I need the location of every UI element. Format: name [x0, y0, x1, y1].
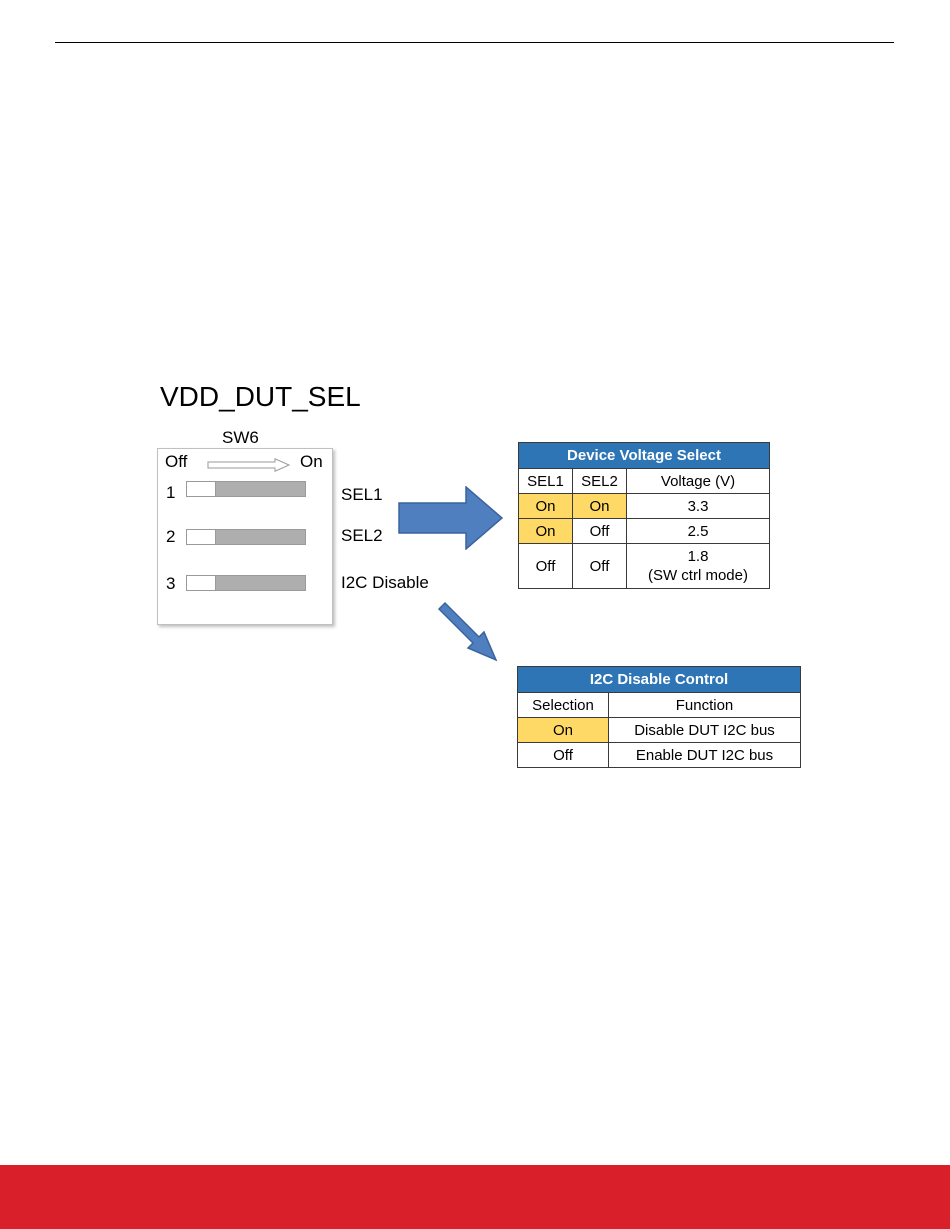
- table-cell: On: [573, 494, 627, 519]
- column-header: SEL2: [573, 469, 627, 494]
- header-rule: [55, 42, 894, 43]
- i2c-disable-control-table: I2C Disable Control Selection Function O…: [517, 666, 801, 768]
- switch-name: SW6: [222, 428, 259, 448]
- column-header: Voltage (V): [627, 469, 770, 494]
- footer-band: [0, 1165, 950, 1229]
- voltage-value: 1.8: [627, 547, 769, 566]
- dip-switch-sw6: Off On 1 2 3: [157, 448, 333, 625]
- table-cell: Enable DUT I2C bus: [609, 743, 801, 768]
- off-label: Off: [165, 452, 187, 472]
- table-title: Device Voltage Select: [519, 443, 770, 469]
- block-arrow-right-icon: [398, 486, 504, 550]
- table-cell: On: [518, 718, 609, 743]
- table-row: Off Off 1.8 (SW ctrl mode): [519, 544, 770, 589]
- table-cell: Off: [573, 519, 627, 544]
- table-row: On On 3.3: [519, 494, 770, 519]
- switch-3-toggle[interactable]: [186, 575, 306, 591]
- switch-number-2: 2: [166, 527, 175, 547]
- table-cell: Off: [518, 743, 609, 768]
- table-cell: On: [519, 494, 573, 519]
- sel1-label: SEL1: [341, 485, 383, 505]
- switch-number-1: 1: [166, 483, 175, 503]
- on-label: On: [300, 452, 323, 472]
- switch-2-toggle[interactable]: [186, 529, 306, 545]
- switch-1-toggle[interactable]: [186, 481, 306, 497]
- table-cell: On: [519, 519, 573, 544]
- switch-2-knob[interactable]: [187, 530, 216, 544]
- device-voltage-select-table: Device Voltage Select SEL1 SEL2 Voltage …: [518, 442, 770, 589]
- switch-1-knob[interactable]: [187, 482, 216, 496]
- block-arrow-diagonal-icon: [436, 600, 500, 664]
- table-row: Off Enable DUT I2C bus: [518, 743, 801, 768]
- table-header-row: Selection Function: [518, 693, 801, 718]
- column-header: Function: [609, 693, 801, 718]
- table-cell: 1.8 (SW ctrl mode): [627, 544, 770, 589]
- table-header-row: SEL1 SEL2 Voltage (V): [519, 469, 770, 494]
- table-cell: Disable DUT I2C bus: [609, 718, 801, 743]
- column-header: Selection: [518, 693, 609, 718]
- table-cell: Off: [519, 544, 573, 589]
- table-cell: 2.5: [627, 519, 770, 544]
- switch-number-3: 3: [166, 574, 175, 594]
- table-row: On Disable DUT I2C bus: [518, 718, 801, 743]
- direction-arrow-icon: [207, 458, 291, 472]
- sel2-label: SEL2: [341, 526, 383, 546]
- diagram-title: VDD_DUT_SEL: [160, 380, 361, 414]
- voltage-note: (SW ctrl mode): [627, 566, 769, 585]
- table-cell: Off: [573, 544, 627, 589]
- table-cell: 3.3: [627, 494, 770, 519]
- table-title: I2C Disable Control: [518, 667, 801, 693]
- i2c-disable-label: I2C Disable: [341, 573, 429, 593]
- column-header: SEL1: [519, 469, 573, 494]
- table-row: On Off 2.5: [519, 519, 770, 544]
- switch-3-knob[interactable]: [187, 576, 216, 590]
